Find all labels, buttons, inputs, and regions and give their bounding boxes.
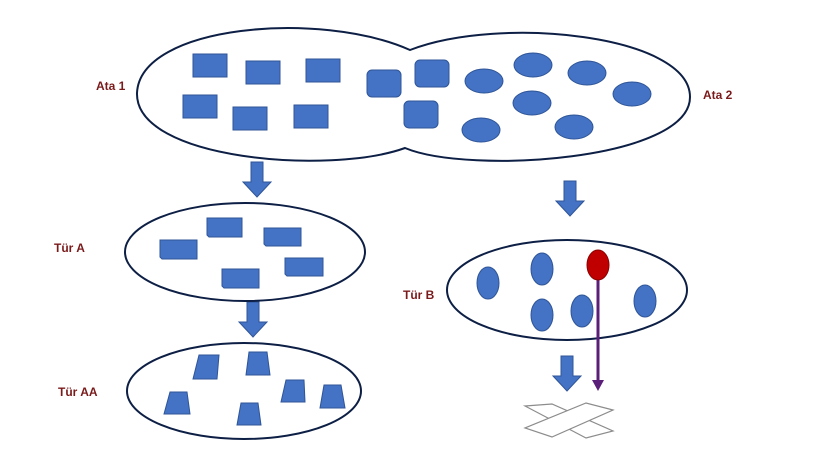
ata1-square xyxy=(192,53,228,78)
species-b-ellipse xyxy=(530,252,554,286)
arrow-down-icon xyxy=(237,301,269,338)
label-tur-aa: Tür AA xyxy=(58,385,98,399)
label-ata2: Ata 2 xyxy=(703,88,733,102)
mutant-ellipse xyxy=(586,249,610,281)
rounded-square xyxy=(403,100,439,129)
arrow-down-icon xyxy=(551,355,583,392)
species-a-shape xyxy=(206,217,243,238)
species-aa-trapezoid xyxy=(245,351,271,376)
species-b-ellipse xyxy=(530,298,554,332)
arrow-down-icon xyxy=(554,180,586,217)
mutant-arrowhead xyxy=(592,380,604,391)
rounded-square xyxy=(366,69,402,98)
ata1-square xyxy=(305,58,341,83)
ancestor-group xyxy=(135,27,692,162)
ata2-ellipse xyxy=(612,81,652,107)
species-aa-trapezoid xyxy=(280,379,306,403)
species-a-shape xyxy=(263,227,302,247)
ata2-ellipse xyxy=(464,68,504,94)
species-aa-trapezoid xyxy=(192,354,220,380)
species-a-shape xyxy=(159,239,198,260)
species-a-outline xyxy=(124,202,366,302)
ata1-square xyxy=(293,104,329,129)
species-b-group xyxy=(446,239,688,391)
ata1-square xyxy=(232,106,268,131)
ancestor-outline xyxy=(135,27,692,162)
label-ata1: Ata 1 xyxy=(96,79,126,93)
species-a-shape xyxy=(284,257,324,277)
species-a-group xyxy=(124,202,366,302)
ata2-ellipse xyxy=(461,117,501,143)
arrow-down-icon xyxy=(241,161,273,198)
ata1-square xyxy=(182,94,218,119)
rounded-square xyxy=(414,59,450,88)
species-b-ellipse xyxy=(476,266,500,300)
ata2-ellipse xyxy=(567,60,607,86)
label-tur-a: Tür A xyxy=(54,241,85,255)
label-tur-b: Tür B xyxy=(403,288,435,302)
species-b-ellipse xyxy=(633,284,657,318)
species-aa-trapezoid xyxy=(163,391,191,415)
ata2-ellipse xyxy=(554,114,594,140)
species-aa-trapezoid xyxy=(319,384,346,409)
ata1-square xyxy=(245,60,281,85)
species-aa-outline xyxy=(126,342,362,440)
ata2-ellipse xyxy=(512,90,552,116)
species-b-ellipse xyxy=(570,294,594,328)
species-b-outline xyxy=(446,239,688,341)
cross-x-icon xyxy=(522,402,615,439)
species-aa-trapezoid xyxy=(236,402,262,426)
species-aa-group xyxy=(126,342,362,440)
species-a-shape xyxy=(221,268,260,289)
ata2-ellipse xyxy=(513,52,553,78)
